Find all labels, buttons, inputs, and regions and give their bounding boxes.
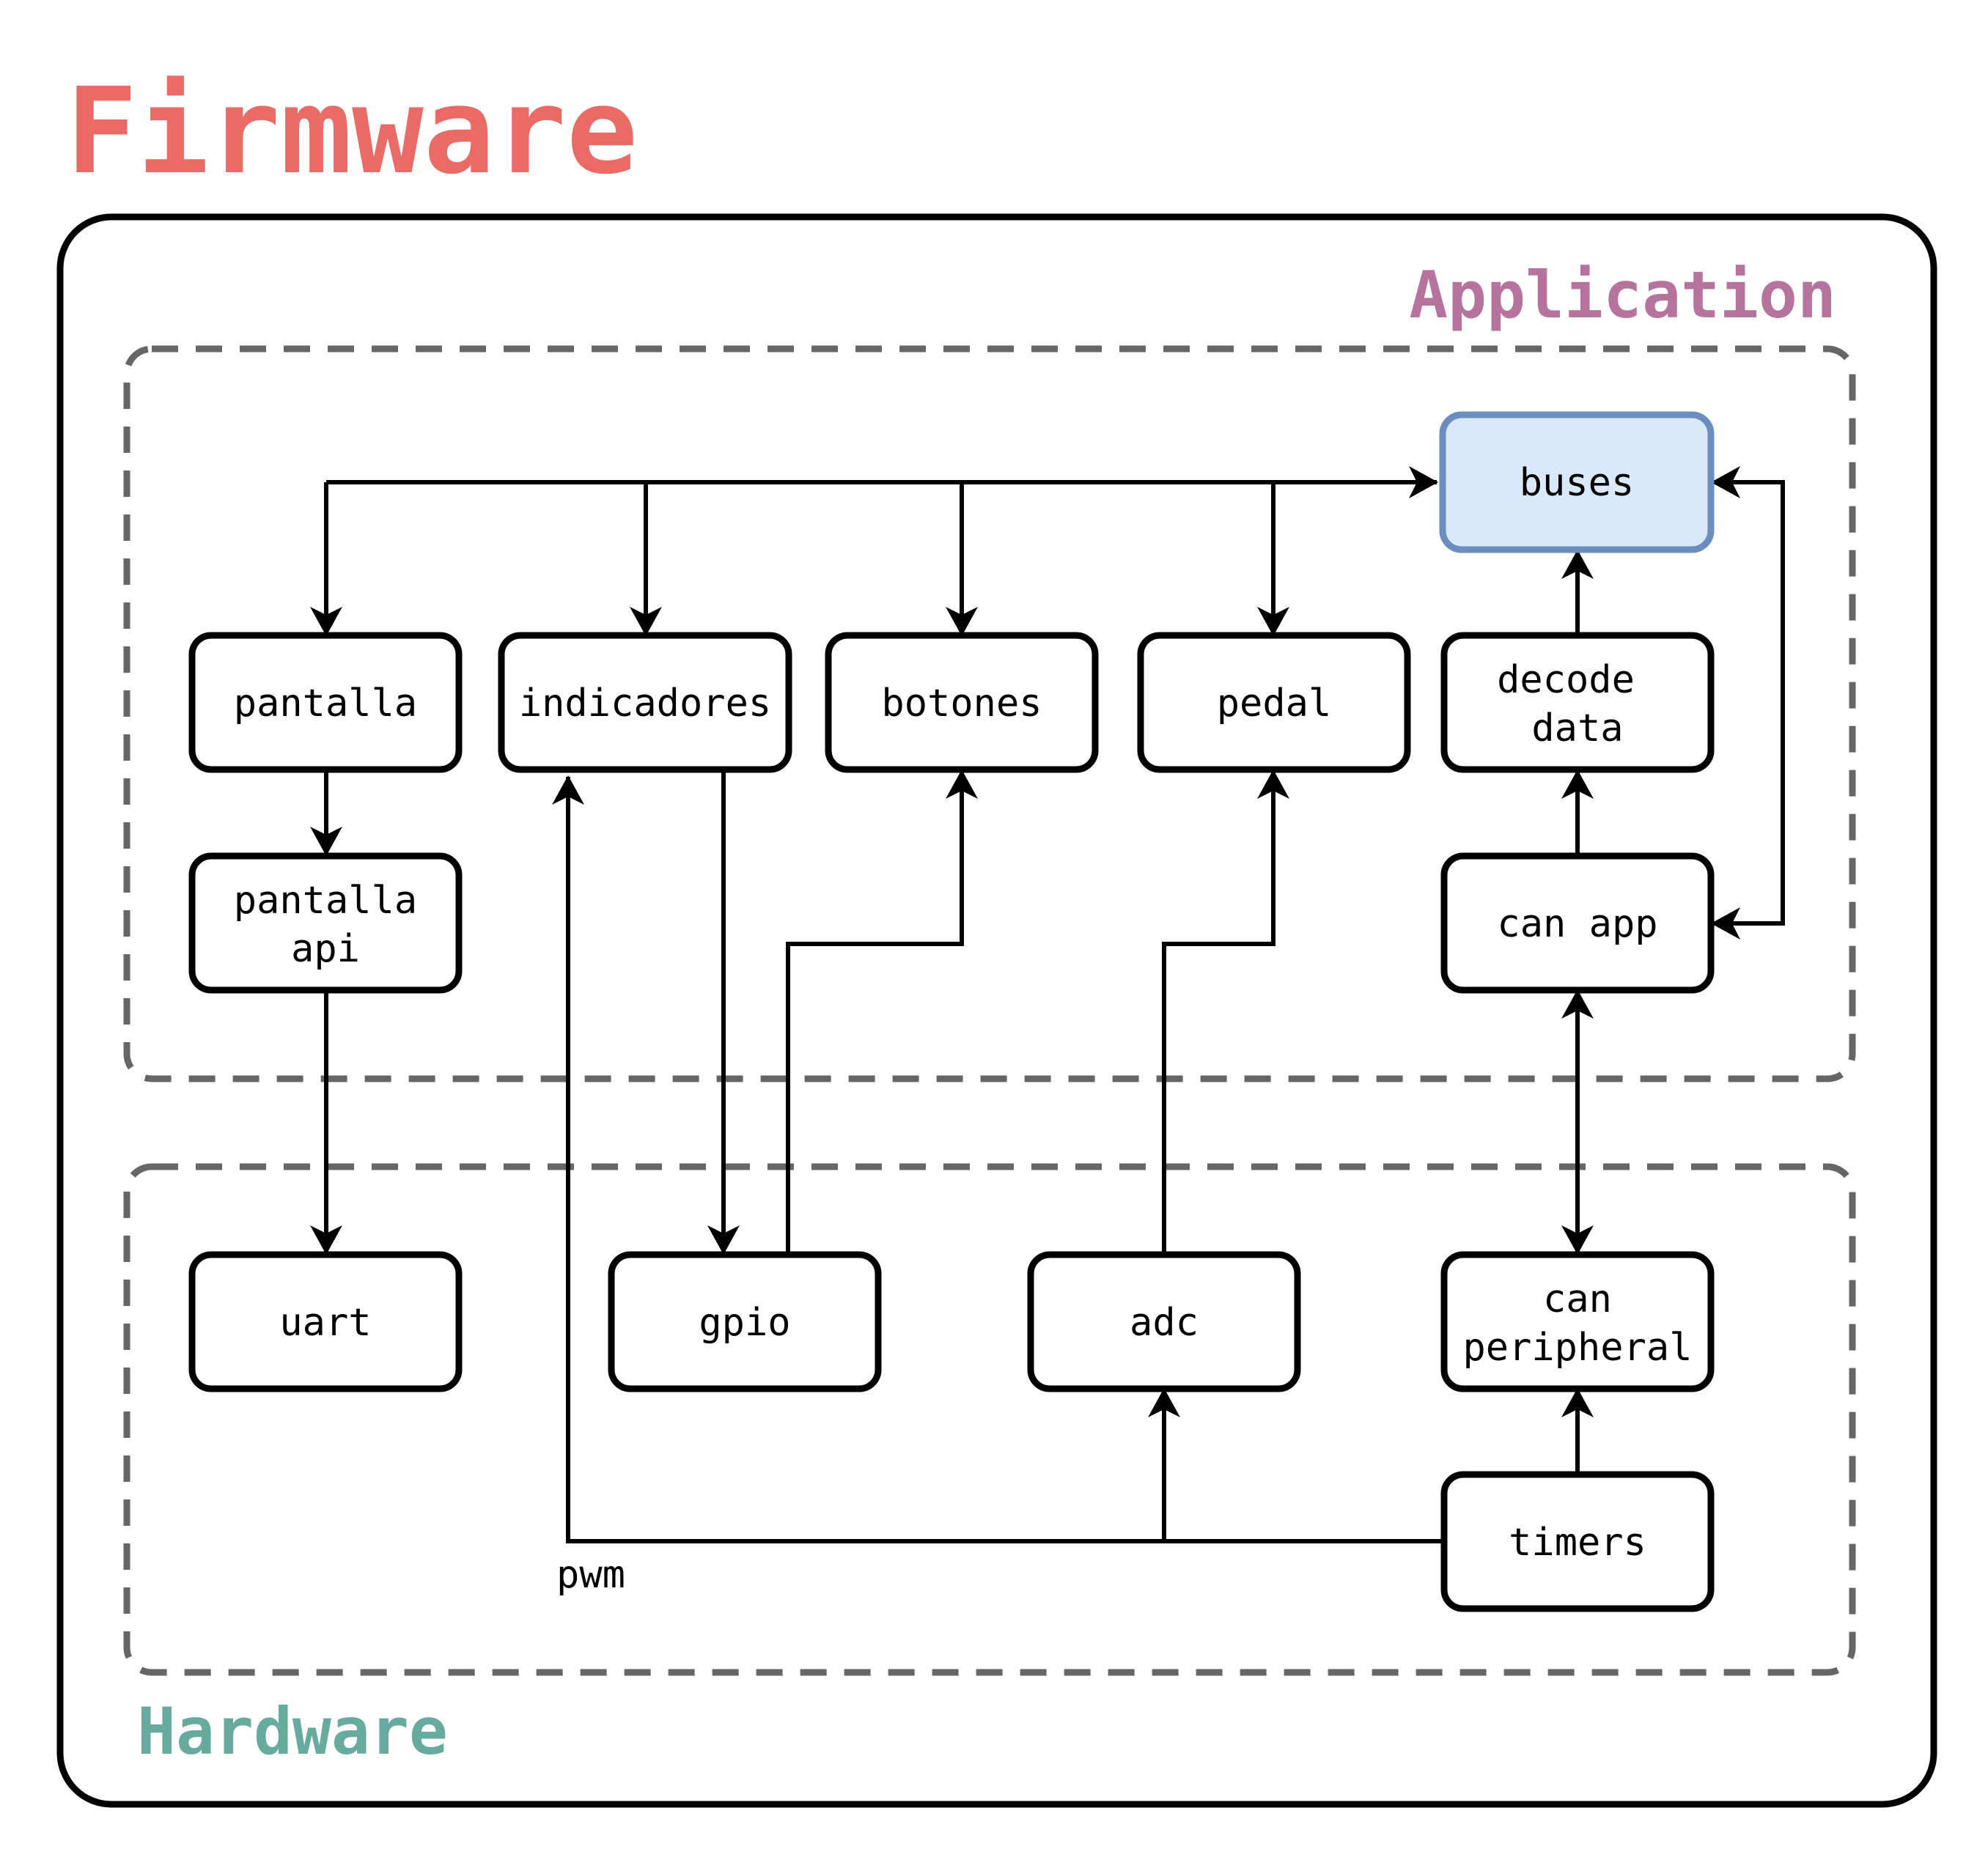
node-pantalla-api-label-line1: pantalla — [234, 879, 417, 923]
node-indicadores-label: indicadores — [519, 682, 771, 726]
node-gpio-box — [608, 1251, 882, 1392]
node-pantalla-box — [188, 632, 463, 773]
application-group — [123, 345, 1856, 1082]
node-decode-data: decode data — [1440, 632, 1715, 773]
node-pantalla-api-label-line2: api — [291, 927, 360, 971]
node-gpio-label: gpio — [699, 1301, 790, 1345]
node-can-app-box — [1440, 852, 1715, 994]
node-pedal-box — [1137, 632, 1411, 773]
node-buses-box — [1439, 411, 1715, 553]
node-pantalla: pantalla — [188, 632, 463, 773]
hardware-group — [123, 1163, 1856, 1676]
node-timers: timers — [1440, 1471, 1715, 1612]
node-indicadores-box — [498, 632, 792, 773]
node-can-peripheral-box — [1440, 1251, 1715, 1392]
edge-timers-to-indicadores-pwm — [552, 775, 1164, 1543]
edge-timers-to-adc — [1148, 1388, 1443, 1543]
hardware-group-label: Hardware — [137, 1694, 448, 1769]
node-uart-box — [188, 1251, 463, 1392]
node-adc: adc — [1027, 1251, 1301, 1392]
diagram-title: Firmware — [66, 63, 638, 201]
edge-label-pwm: pwm — [556, 1553, 625, 1597]
edge-gpio-to-botones — [786, 770, 978, 1253]
node-uart-label: uart — [279, 1301, 371, 1345]
node-can-peripheral: can peripheral — [1440, 1251, 1715, 1392]
node-timers-box — [1440, 1471, 1715, 1612]
node-botones-label: botones — [881, 682, 1042, 726]
node-adc-box — [1027, 1251, 1301, 1392]
node-buses: buses — [1439, 411, 1715, 553]
node-indicadores: indicadores — [498, 632, 792, 773]
node-gpio: gpio — [608, 1251, 882, 1392]
node-decode-data-label-line1: decode — [1497, 658, 1635, 702]
node-botones-box — [825, 632, 1099, 773]
nodes: buses pantalla indicadores botones pedal… — [188, 411, 1715, 1612]
node-botones: botones — [825, 632, 1099, 773]
node-uart: uart — [188, 1251, 463, 1392]
firmware-frame — [56, 213, 1937, 1808]
node-pantalla-api-box — [188, 852, 463, 994]
node-pantalla-label: pantalla — [234, 682, 417, 726]
application-group-label: Application — [1409, 257, 1836, 333]
node-can-app-label: can app — [1497, 902, 1657, 946]
node-can-peripheral-label-line1: can — [1543, 1277, 1612, 1321]
node-pedal-label: pedal — [1217, 682, 1332, 726]
node-decode-data-label-line2: data — [1531, 706, 1623, 750]
node-can-peripheral-label-line2: peripheral — [1462, 1326, 1692, 1370]
node-pedal: pedal — [1137, 632, 1411, 773]
node-decode-data-box — [1440, 632, 1715, 773]
node-buses-label: buses — [1520, 461, 1635, 505]
node-timers-label: timers — [1509, 1521, 1646, 1565]
node-can-app: can app — [1440, 852, 1715, 994]
edges: pwm — [310, 466, 1785, 1597]
node-adc-label: adc — [1130, 1301, 1199, 1345]
node-pantalla-api: pantalla api — [188, 852, 463, 994]
edge-buses-can-app — [1711, 466, 1785, 940]
edge-adc-to-pedal — [1162, 770, 1289, 1253]
